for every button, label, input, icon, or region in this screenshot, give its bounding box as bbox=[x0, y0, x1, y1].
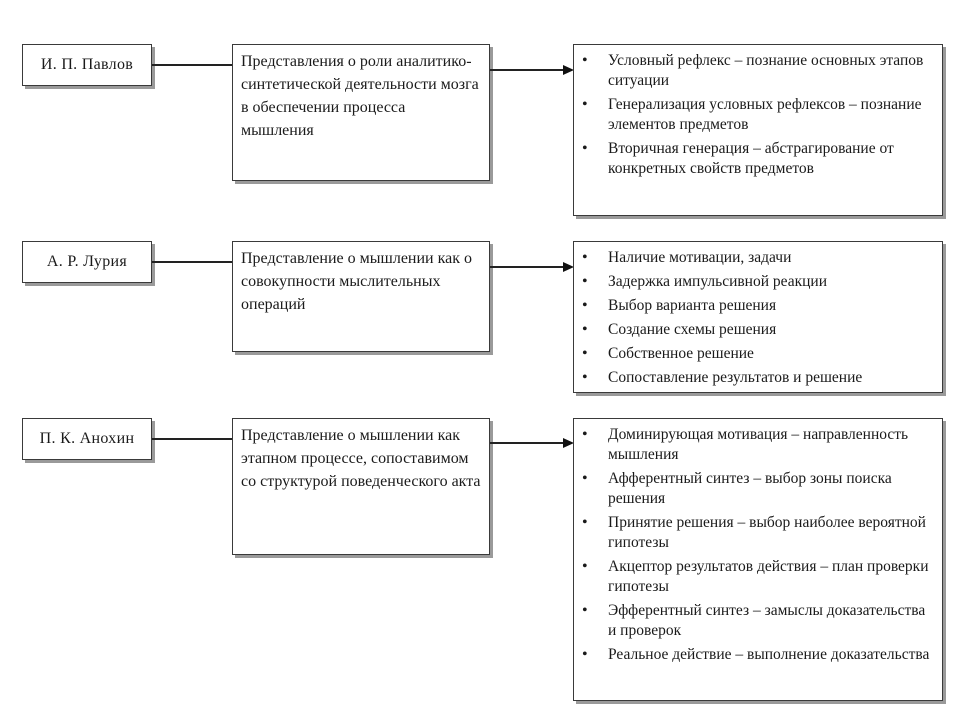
arrow-head-icon bbox=[563, 438, 574, 448]
name-box-pavlov: И. П. Павлов bbox=[22, 44, 152, 86]
list-box-luria: Наличие мотивации, задачи Задержка импул… bbox=[573, 241, 943, 393]
list-item: Выбор варианта решения bbox=[582, 296, 936, 316]
list-item: Генерализация условных рефлексов – позна… bbox=[582, 95, 936, 135]
arrow-head-icon bbox=[563, 65, 574, 75]
name-label: И. П. Павлов bbox=[40, 56, 134, 73]
name-label: П. К. Анохин bbox=[39, 430, 135, 447]
list-item: Собственное решение bbox=[582, 344, 936, 364]
list-item: Реальное действие – выполнение доказател… bbox=[582, 645, 936, 665]
list-item: Создание схемы решения bbox=[582, 320, 936, 340]
description-box-anokhin: Представление о мышлении как этапном про… bbox=[232, 418, 490, 555]
list-item: Афферентный синтез – выбор зоны поиска р… bbox=[582, 469, 936, 509]
description-text: Представления о роли аналитико-синтетиче… bbox=[241, 53, 479, 139]
connector-line bbox=[152, 64, 232, 66]
arrow-line bbox=[490, 266, 564, 268]
list-item: Принятие решения – выбор наиболее вероят… bbox=[582, 513, 936, 553]
list-item: Акцептор результатов действия – план про… bbox=[582, 557, 936, 597]
list-item: Эфферентный синтез – замыслы доказательс… bbox=[582, 601, 936, 641]
description-text: Представление о мышлении как этапном про… bbox=[241, 427, 481, 490]
list-item: Сопоставление результатов и решение bbox=[582, 368, 936, 388]
list-item: Наличие мотивации, задачи bbox=[582, 248, 936, 268]
list-item: Доминирующая мотивация – направленность … bbox=[582, 425, 936, 465]
connector-line bbox=[152, 438, 232, 440]
description-box-luria: Представление о мышлении как о совокупно… bbox=[232, 241, 490, 352]
name-box-luria: А. Р. Лурия bbox=[22, 241, 152, 283]
list-item: Условный рефлекс – познание основных эта… bbox=[582, 51, 936, 91]
arrow-line bbox=[490, 442, 564, 444]
arrow-head-icon bbox=[563, 262, 574, 272]
list-box-pavlov: Условный рефлекс – познание основных эта… bbox=[573, 44, 943, 216]
list-item: Вторичная генерация – абстрагирование от… bbox=[582, 139, 936, 179]
list-box-anokhin: Доминирующая мотивация – направленность … bbox=[573, 418, 943, 701]
name-box-anokhin: П. К. Анохин bbox=[22, 418, 152, 460]
name-label: А. Р. Лурия bbox=[46, 253, 128, 270]
connector-line bbox=[152, 261, 232, 263]
description-text: Представление о мышлении как о совокупно… bbox=[241, 250, 473, 313]
arrow-line bbox=[490, 69, 564, 71]
list-item: Задержка импульсивной реакции bbox=[582, 272, 936, 292]
description-box-pavlov: Представления о роли аналитико-синтетиче… bbox=[232, 44, 490, 181]
